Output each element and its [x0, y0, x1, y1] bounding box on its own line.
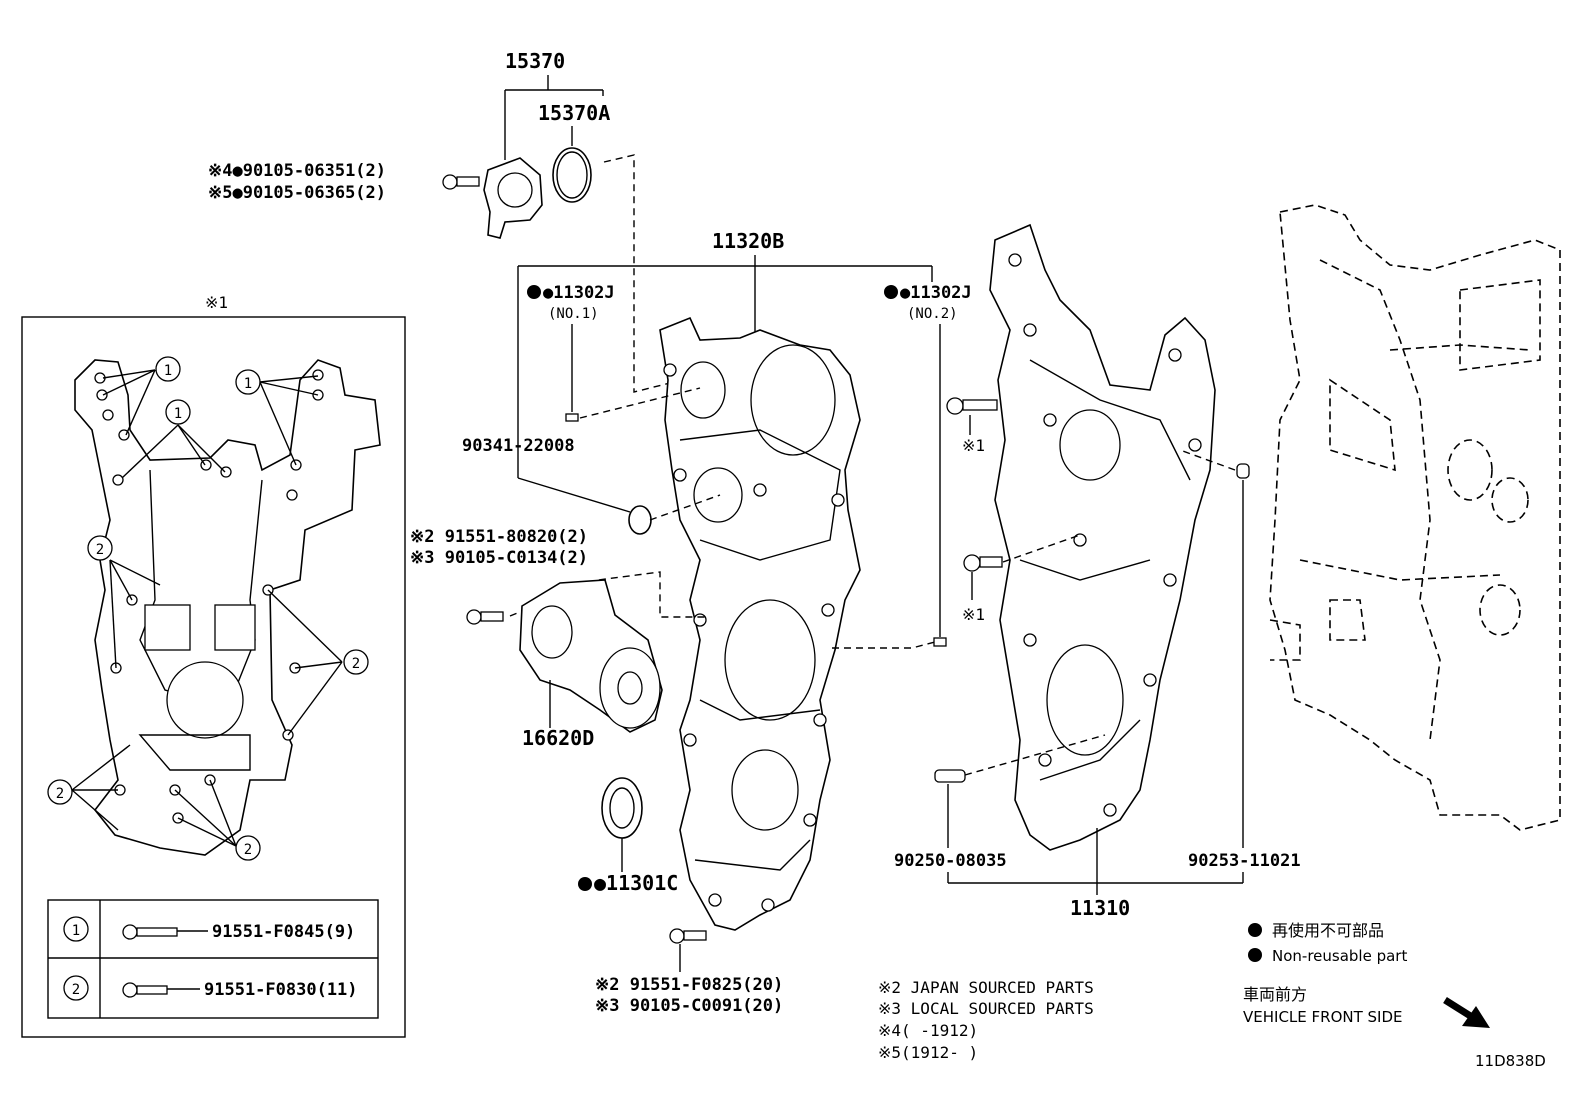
label-11310: 11310 [1070, 896, 1130, 920]
label-90250-08035: 90250-08035 [894, 851, 1007, 871]
ref1-b: ※1 [962, 605, 985, 624]
bolt-a-1: ※2 91551-80820(2) [410, 527, 588, 547]
legend-non-reusable-jp: 再使用不可部品 [1272, 921, 1384, 940]
label-15370: 15370 [505, 49, 565, 73]
callout-1-c: 1 [244, 376, 252, 392]
legend-non-reusable-en: Non-reusable part [1272, 947, 1407, 965]
legend-part-2: 91551-F0830(11) [204, 980, 358, 1000]
crank-seal-drawing [601, 777, 643, 839]
callout-2-b: 2 [352, 656, 360, 672]
bolt-b-2: ※3 90105-C0091(20) [595, 996, 783, 1016]
label-11302J-no1: ●11302J [543, 283, 615, 303]
label-11302J-no2: ●11302J [900, 283, 972, 303]
bolt-icon [963, 554, 1003, 572]
note-date-after: ※5(1912- ) [878, 1043, 978, 1062]
callout-1-group: 1 1 1 [102, 356, 319, 479]
ref1-a: ※1 [962, 436, 985, 455]
bolt-alt-1: ※4●90105-06351(2) [208, 161, 386, 181]
legend-front-en: VEHICLE FRONT SIDE [1243, 1008, 1403, 1026]
note-local-sourced: ※3 LOCAL SOURCED PARTS [878, 999, 1094, 1018]
bolt-icon [442, 174, 480, 190]
callout-2-group: 2 2 2 2 [47, 535, 369, 861]
inset-panel: ※1 1 1 [21, 293, 406, 1038]
label-90253-11021: 90253-11021 [1188, 851, 1301, 871]
label-11302J-no2-sub: (NO.2) [907, 306, 958, 322]
timing-chain-cover-drawing [579, 316, 936, 931]
footnotes: ※2 JAPAN SOURCED PARTS ※3 LOCAL SOURCED … [878, 978, 1094, 1062]
callout-2-c: 2 [56, 786, 64, 802]
callout-2-d: 2 [244, 842, 252, 858]
bolt-icon [946, 397, 998, 415]
part-11320B-group: 11320B ●11302J (NO.1) ●11302J (NO.2) 903… [462, 229, 972, 647]
inset-bolt-legend-table: 1 91551-F0845(9) 2 91551-F0830(11) [47, 899, 379, 1019]
part-15370-group: 15370 15370A ※4●90105-06351(2) ※5●90105-… [208, 49, 691, 393]
bolt-alt-2: ※5●90105-06365(2) [208, 183, 386, 203]
oil-seal-small-drawing [628, 505, 652, 535]
callout-1-a: 1 [164, 363, 172, 379]
bolt-icon [122, 924, 178, 940]
callout-2-a: 2 [96, 542, 104, 558]
part-16620D-group: ※2 91551-80820(2) ※3 90105-C0134(2) 1662… [410, 527, 705, 750]
label-15370A: 15370A [538, 101, 610, 125]
diagram-id: 11D838D [1475, 1052, 1546, 1070]
legend-num-2: 2 [72, 982, 80, 998]
legend-num-1: 1 [72, 923, 80, 939]
part-11301C-group: ●11301C [578, 777, 678, 895]
bolt-icon [122, 982, 168, 998]
o-ring-drawing [552, 147, 592, 203]
front-arrow-icon [1443, 997, 1490, 1028]
bolt-a-2: ※3 90105-C0134(2) [410, 548, 588, 568]
timing-gear-case-drawing: ※1 ※1 90250-08035 90253-11021 11310 [894, 223, 1301, 920]
label-16620D: 16620D [522, 726, 594, 750]
bolt-b-1: ※2 91551-F0825(20) [595, 975, 783, 995]
engine-block-dashed-drawing [1269, 204, 1561, 831]
legend-front-jp: 車両前方 [1243, 985, 1307, 1004]
legend-part-1: 91551-F0845(9) [212, 922, 355, 942]
note-japan-sourced: ※2 JAPAN SOURCED PARTS [878, 978, 1094, 997]
bolt-icon [466, 609, 504, 625]
bolt-icon [669, 928, 707, 944]
bolt-b-group: ※2 91551-F0825(20) ※3 90105-C0091(20) [595, 928, 783, 1016]
label-11301C: ●11301C [594, 871, 678, 895]
note-date-before: ※4( -1912) [878, 1021, 978, 1040]
inset-title: ※1 [205, 293, 228, 312]
label-11302J-no1-sub: (NO.1) [548, 306, 599, 322]
symbol-legend: 再使用不可部品 Non-reusable part 車両前方 VEHICLE F… [1243, 921, 1490, 1028]
callout-1-b: 1 [174, 406, 182, 422]
label-11320B: 11320B [712, 229, 784, 253]
label-90341-22008: 90341-22008 [462, 436, 575, 456]
